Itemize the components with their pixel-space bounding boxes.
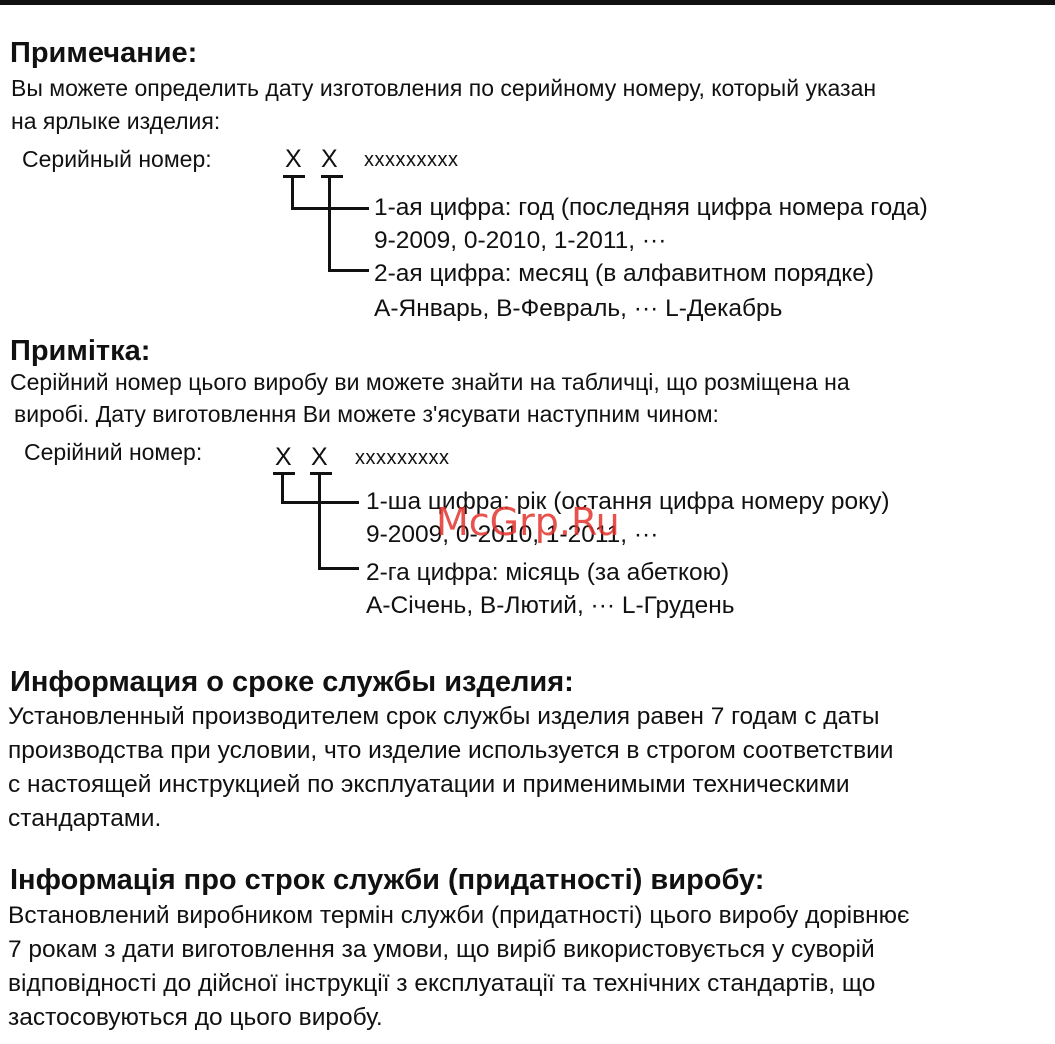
ua-digit-2-desc: 2-га цифра: місяць (за абеткою) xyxy=(366,559,730,586)
ua-note-line-1: Серійний номер цього виробу ви можете зн… xyxy=(10,369,850,395)
ua-digit-1-desc: 1-ша цифра: рік (остання цифра номеру ро… xyxy=(366,488,890,515)
ua-service-line-1: Встановлений виробником термін служби (п… xyxy=(8,902,910,929)
ru-note-heading: Примечание: xyxy=(10,37,198,69)
ua-serial-digit-2: X xyxy=(311,443,328,471)
ua-digit-2-examples: A-Січень, B-Лютий, ··· L-Грудень xyxy=(366,592,735,619)
ru-digit-2-desc: 2-ая цифра: месяц (в алфавитном порядке) xyxy=(374,260,875,287)
ua-digit-1-connector-vertical xyxy=(281,472,284,504)
ua-digit-2-underline xyxy=(310,472,332,475)
ru-service-line-4: стандартами. xyxy=(8,805,162,832)
ua-note-line-2: виробі. Дату виготовлення Ви можете з'яс… xyxy=(14,401,719,427)
watermark-text: McGrp.Ru xyxy=(436,500,620,544)
ua-service-line-2: 7 рокам з дати виготовлення за умови, що… xyxy=(8,936,875,963)
top-rule xyxy=(0,0,1055,5)
ru-digit-1-underline xyxy=(283,175,305,178)
ru-digit-1-connector-vertical xyxy=(291,175,294,210)
ru-service-heading: Информация о сроке службы изделия: xyxy=(10,666,574,698)
ru-note-line-2: на ярлыке изделия: xyxy=(11,108,221,134)
ru-serial-digit-1: X xyxy=(285,145,302,173)
ru-digit-1-desc: 1-ая цифра: год (последняя цифра номера … xyxy=(374,194,928,221)
ru-service-line-1: Установленный производителем срок службы… xyxy=(8,703,880,730)
ru-digit-2-connector-vertical xyxy=(328,175,331,272)
ua-note-heading: Примітка: xyxy=(10,335,151,367)
ua-serial-digit-1: X xyxy=(275,443,292,471)
ru-service-line-3: с настоящей инструкцией по эксплуатации … xyxy=(8,771,850,798)
ua-serial-rest: xxxxxxxxx xyxy=(355,447,450,469)
ru-serial-label: Серийный номер: xyxy=(22,146,212,172)
ru-digit-2-underline xyxy=(321,175,343,178)
ru-serial-rest: xxxxxxxxx xyxy=(364,149,459,171)
ua-service-heading: Інформація про строк служби (придатності… xyxy=(10,864,765,896)
ua-digit-2-connector-horizontal xyxy=(318,567,359,570)
ua-service-line-4: застосовуються до цього виробу. xyxy=(8,1004,383,1031)
ru-digit-2-connector-horizontal xyxy=(328,269,369,272)
ru-serial-digit-2: X xyxy=(321,145,338,173)
ua-service-line-3: відповідності до дійсної інструкції з ек… xyxy=(8,970,876,997)
ua-digit-1-underline xyxy=(273,472,295,475)
ua-serial-label: Серійний номер: xyxy=(24,439,203,465)
ru-digit-1-examples: 9-2009, 0-2010, 1-2011, ··· xyxy=(374,227,667,254)
ru-note-line-1: Вы можете определить дату изготовления п… xyxy=(11,75,877,101)
ru-service-line-2: производства при условии, что изделие ис… xyxy=(8,737,894,764)
ru-digit-2-examples: A-Январь, B-Февраль, ··· L-Декабрь xyxy=(374,295,783,322)
ua-digit-2-connector-vertical xyxy=(318,472,321,570)
ua-digit-1-examples: 9-2009, 0-2010, 1-2011, ··· xyxy=(366,521,659,548)
